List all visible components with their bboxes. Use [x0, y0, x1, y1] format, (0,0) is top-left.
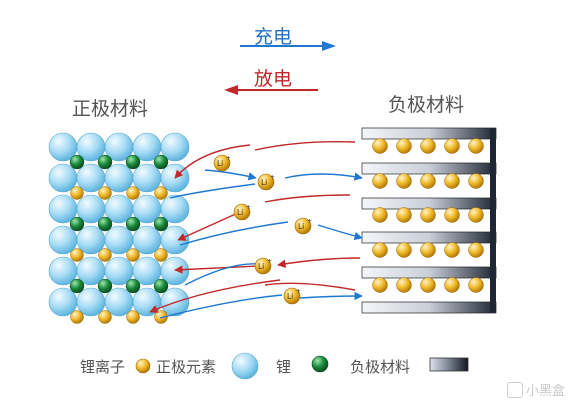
discharge-label: 放电 — [254, 68, 293, 90]
floating-lithium-ion — [254, 257, 272, 275]
anode-lithium-ion — [372, 277, 388, 293]
anode-lithium-ion — [372, 173, 388, 189]
cathode-element — [97, 154, 113, 170]
legend-cathode-element-label: 正极元素 — [156, 358, 217, 376]
legend-anode-material-label: 负极材料 — [350, 358, 411, 376]
ion-label: Li — [258, 262, 264, 271]
legend-lithium-label: 锂 — [276, 358, 292, 376]
lattice-lithium-ion — [70, 186, 84, 200]
cathode-element — [125, 278, 141, 294]
anode-lithium-ion — [468, 242, 484, 258]
legend-lithium-ion-label: 锂离子 — [80, 358, 126, 376]
anode-lithium-ion — [468, 138, 484, 154]
anode-lithium-ion — [396, 173, 412, 189]
cathode-element — [125, 216, 141, 232]
lithium-sphere — [160, 225, 190, 255]
anode-layer — [361, 266, 497, 279]
cathode-element — [69, 154, 85, 170]
watermark-text: 小黑盒 — [526, 384, 566, 399]
anode-lithium-ion — [444, 277, 460, 293]
lithium-sphere — [160, 132, 190, 162]
anode-lithium-ion — [396, 277, 412, 293]
anode-lithium-ion — [444, 173, 460, 189]
charge-label: 充电 — [254, 26, 293, 48]
anode-lithium-ion — [372, 207, 388, 223]
cathode-element — [97, 216, 113, 232]
anode-lithium-ion — [468, 277, 484, 293]
ion-paths — [149, 140, 363, 319]
lattice-lithium-ion — [154, 310, 168, 324]
anode-material-title: 负极材料 — [388, 94, 465, 116]
cathode-element — [69, 216, 85, 232]
anode-lithium-ion — [420, 277, 436, 293]
cathode-element — [153, 216, 169, 232]
anode-material-icon — [429, 357, 469, 372]
anode-lithium-ion — [372, 242, 388, 258]
ion-label: Li — [217, 159, 223, 168]
watermark: 小黑盒 — [507, 380, 565, 399]
cathode-element — [97, 278, 113, 294]
lattice-lithium-ion — [154, 186, 168, 200]
ion-label: Li — [298, 222, 304, 231]
lattice-lithium-ion — [126, 310, 140, 324]
ion-charge: + — [226, 155, 231, 162]
cathode-material-title: 正极材料 — [72, 98, 149, 120]
lattice-lithium-ion — [126, 186, 140, 200]
floating-lithium-ion — [233, 203, 251, 221]
ion-charge: + — [246, 204, 251, 211]
lattice-lithium-ion — [98, 310, 112, 324]
lithium-sphere — [160, 194, 190, 224]
lattice-lithium-ion — [98, 248, 112, 262]
anode-lithium-ion — [420, 138, 436, 154]
cathode-element — [153, 154, 169, 170]
anode-lithium-ion — [468, 207, 484, 223]
cathode-element-icon — [311, 355, 329, 373]
lattice-lithium-ion — [154, 248, 168, 262]
floating-ions: Li+Li+Li+Li+Li+Li+ — [213, 154, 312, 305]
discharge-arrow — [224, 85, 318, 95]
anode-backplate — [490, 128, 496, 313]
anode-layer — [361, 231, 497, 244]
anode-lithium-ion — [444, 242, 460, 258]
floating-lithium-ion — [257, 173, 275, 191]
ion-charge: + — [307, 218, 312, 225]
anode-lithium-ion — [444, 138, 460, 154]
ion-label: Li — [287, 292, 293, 301]
lattice-lithium-ion — [126, 248, 140, 262]
lattice-lithium-ion — [98, 186, 112, 200]
anode-lithium-ion — [420, 207, 436, 223]
floating-lithium-ion — [283, 287, 301, 305]
floating-lithium-ion — [213, 154, 231, 172]
lattice-lithium-ion — [70, 310, 84, 324]
cathode-element — [125, 154, 141, 170]
floating-lithium-ion — [294, 217, 312, 235]
ion-label: Li — [261, 178, 267, 187]
anode-layer — [361, 162, 497, 175]
ion-charge: + — [270, 174, 275, 181]
anode-lithium-ion — [468, 173, 484, 189]
anode-lithium-ion — [420, 242, 436, 258]
cathode-element — [153, 278, 169, 294]
lithium-ion-icon — [135, 358, 151, 374]
anode-stack — [361, 127, 497, 314]
cathode-element — [69, 278, 85, 294]
anode-lithium-ion — [396, 207, 412, 223]
anode-layer — [361, 301, 497, 314]
watermark-logo-icon — [507, 382, 523, 398]
lithium-icon — [231, 352, 259, 380]
anode-lithium-ion — [396, 242, 412, 258]
anode-lithium-ion — [420, 173, 436, 189]
charge-arrow — [240, 41, 336, 51]
cathode-lattice — [48, 132, 190, 324]
lattice-lithium-ion — [70, 248, 84, 262]
anode-lithium-ion — [372, 138, 388, 154]
anode-layer — [361, 127, 497, 140]
ion-charge: + — [296, 288, 301, 295]
anode-lithium-ion — [396, 138, 412, 154]
anode-lithium-ion — [444, 207, 460, 223]
ion-label: Li — [237, 208, 243, 217]
ion-charge: + — [267, 258, 272, 265]
